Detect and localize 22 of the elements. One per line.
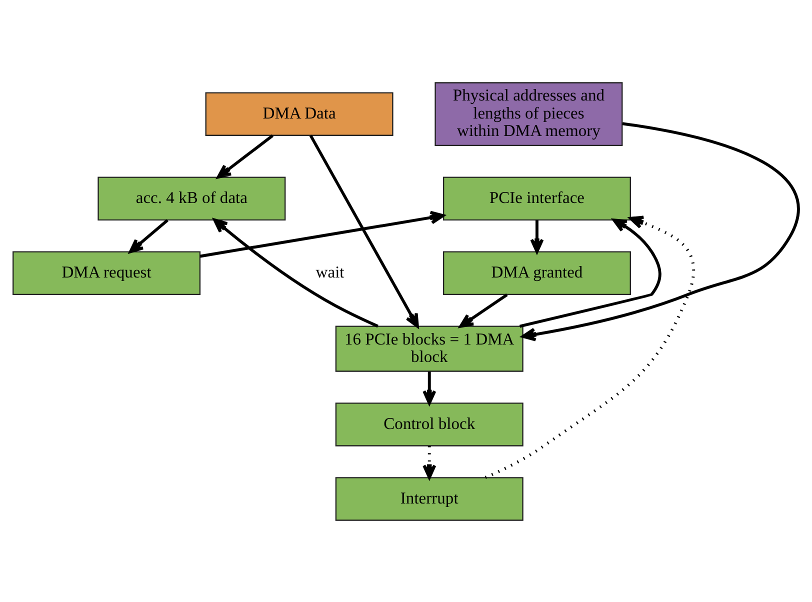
node-box: Physical addresses and lengths of pieces within DMA memory (434, 82, 623, 146)
arrow (200, 210, 445, 258)
arrow (519, 218, 662, 328)
arrow (309, 134, 419, 328)
node-box: PCIe interface (442, 176, 631, 220)
arrow (213, 218, 378, 328)
node-box: Control block (335, 402, 524, 446)
arrow (459, 293, 508, 328)
arrow (422, 371, 436, 404)
arrow (484, 215, 696, 478)
node-box: Interrupt (335, 476, 524, 520)
arrow (422, 446, 436, 478)
arrow (530, 220, 544, 253)
edge-label: wait (316, 262, 344, 281)
node-box: 16 PCIe blocks = 1 DMA block (335, 325, 524, 372)
arrow (522, 122, 800, 341)
node-box: DMA granted (442, 250, 631, 294)
arrow (129, 218, 168, 253)
node-box: DMA request (12, 250, 201, 294)
arrow (216, 134, 274, 178)
node-box: acc. 4 kB of data (98, 176, 286, 220)
node-box: DMA Data (205, 92, 394, 136)
